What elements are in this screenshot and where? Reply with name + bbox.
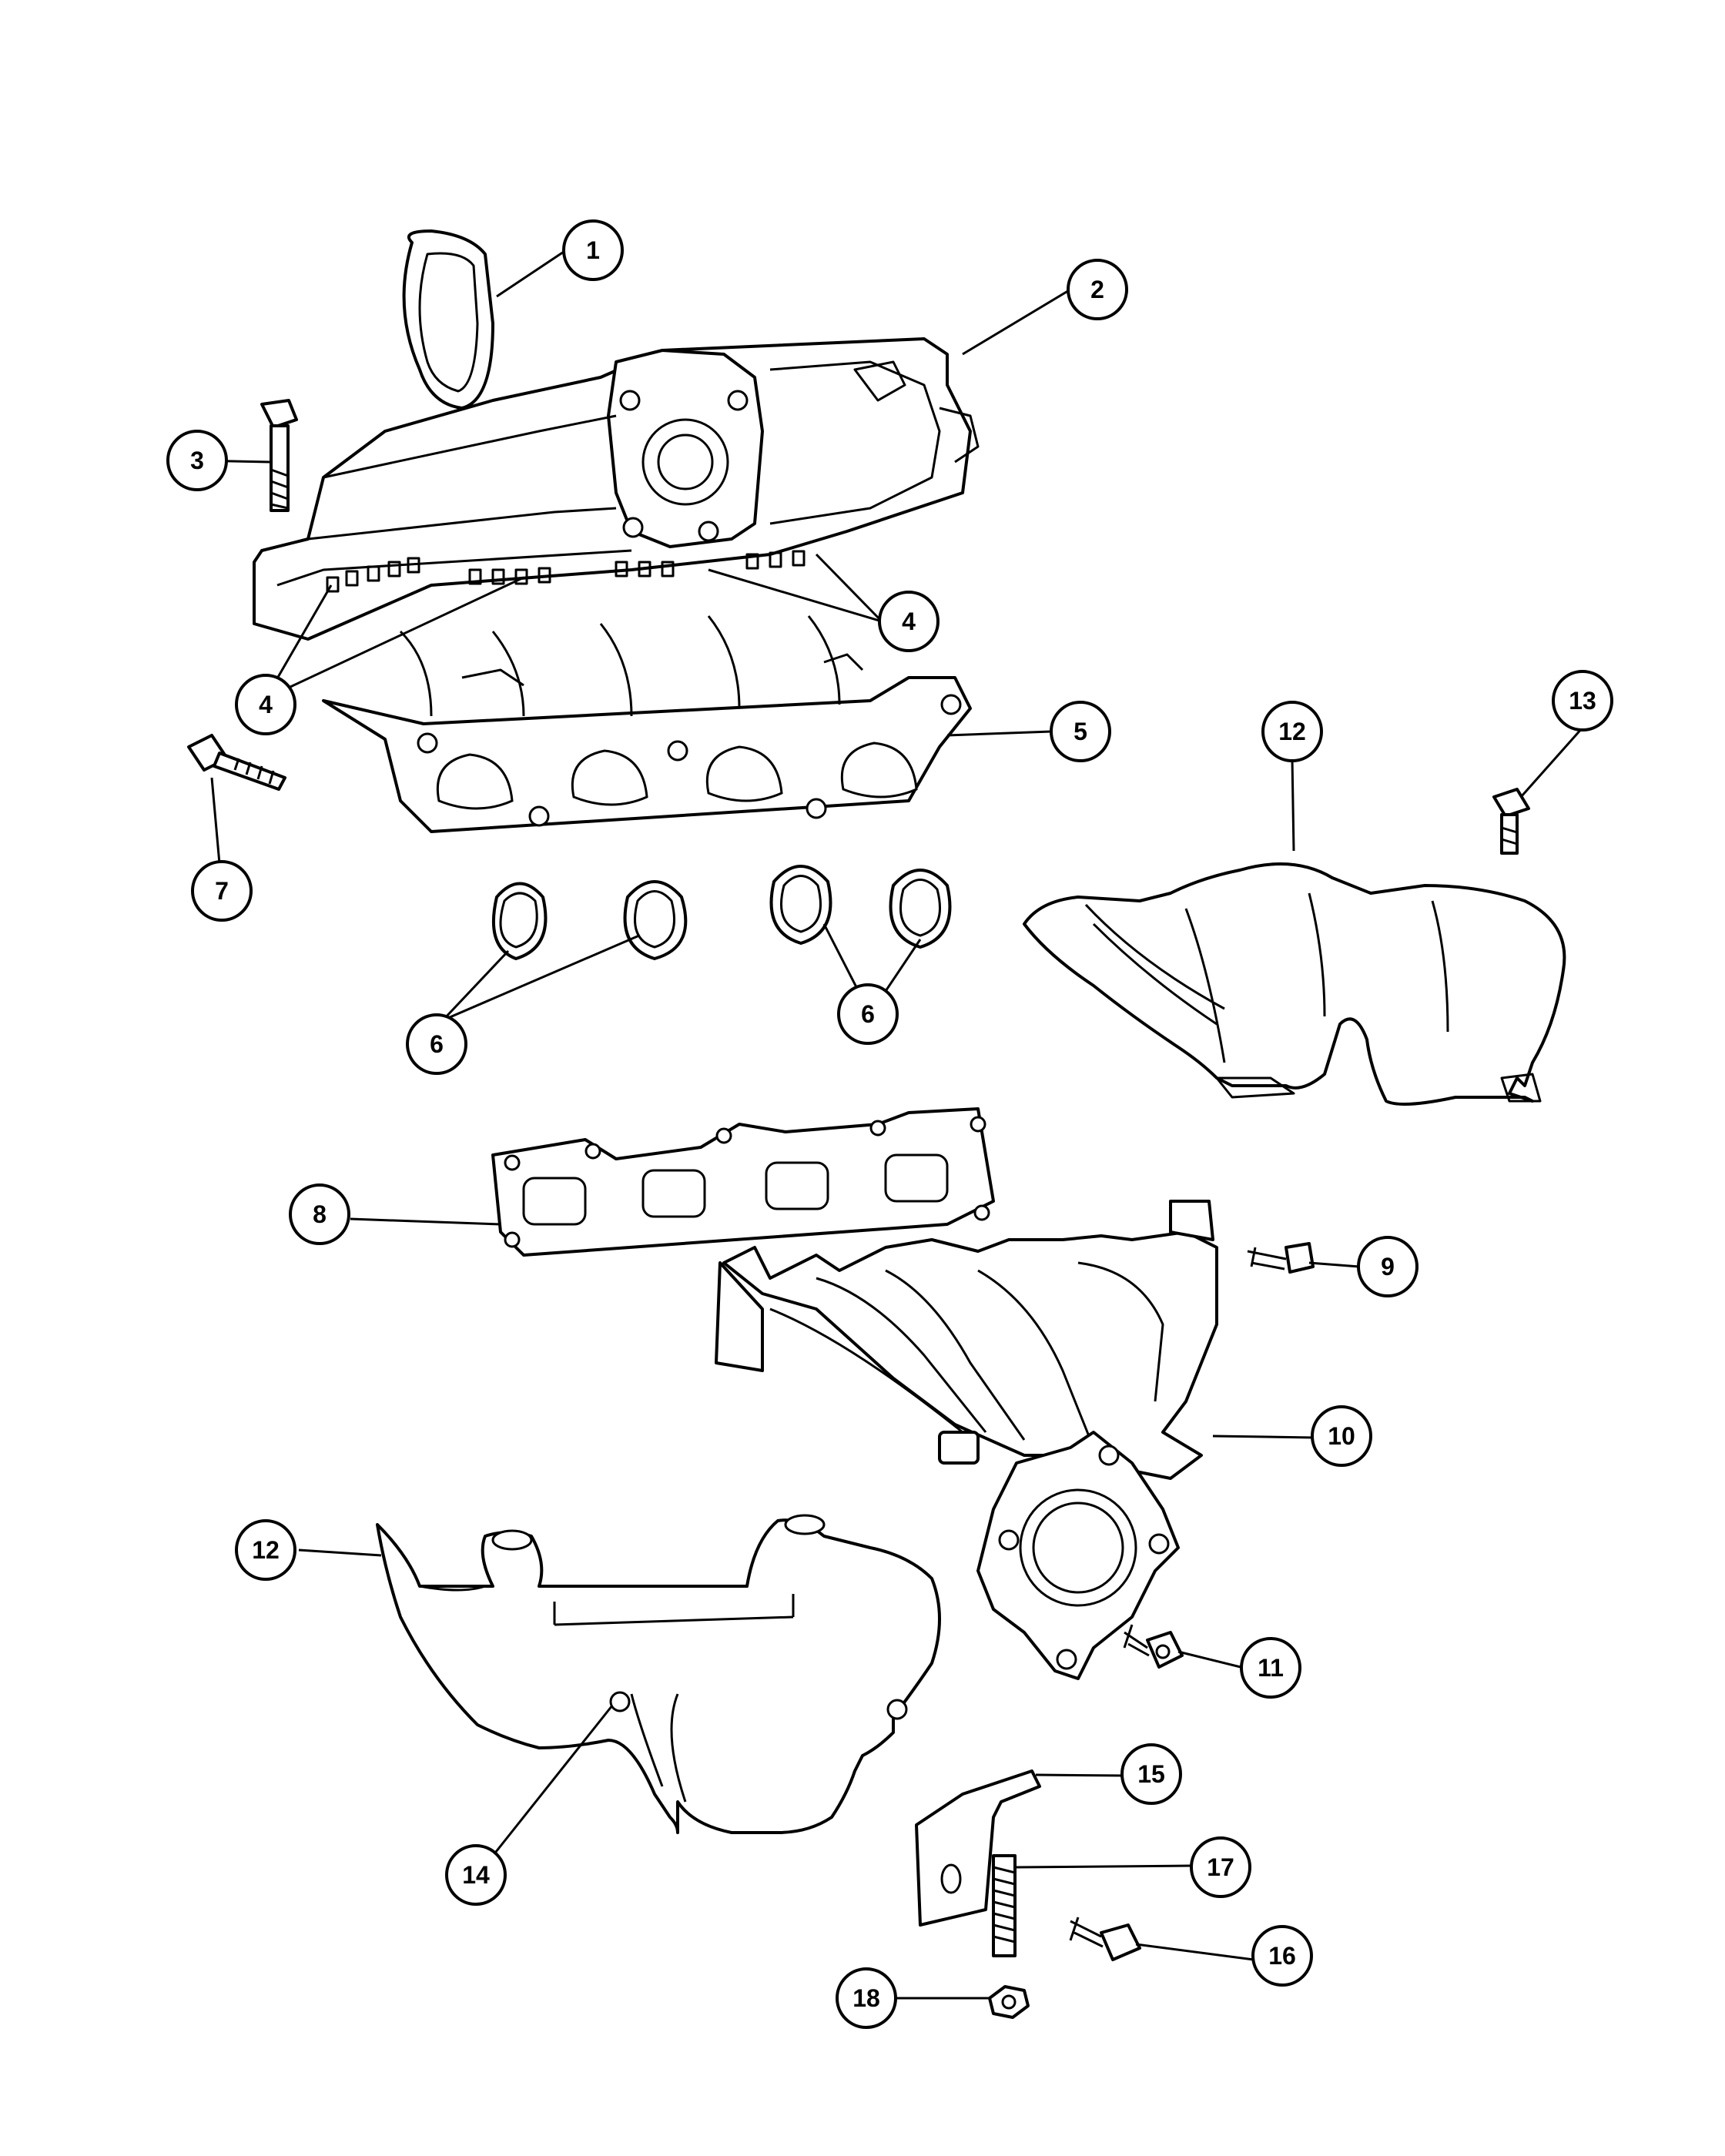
part-bolt-11 xyxy=(1123,1624,1184,1669)
part-nut-18 xyxy=(988,1985,1030,2019)
part-bolt-9 xyxy=(1247,1242,1315,1274)
callout-label: 10 xyxy=(1328,1422,1355,1450)
callout-6-right: 6 xyxy=(837,983,899,1045)
callout-17: 17 xyxy=(1190,1836,1251,1898)
callouts: 1 2 3 4 4 5 6 6 7 8 9 10 11 12 12 13 14 … xyxy=(166,219,1613,2029)
part-exhaust-outlet-flange xyxy=(976,1431,1180,1680)
part-port-gaskets xyxy=(491,865,952,960)
part-heat-shield-lower xyxy=(376,1514,941,1834)
callout-2: 2 xyxy=(1067,259,1128,320)
callout-14: 14 xyxy=(445,1844,507,1906)
part-exhaust-manifold xyxy=(715,1200,1218,1480)
part-intake-lower-flange xyxy=(322,615,972,833)
callout-10: 10 xyxy=(1311,1405,1372,1467)
callout-label: 16 xyxy=(1268,1942,1296,1970)
callout-5: 5 xyxy=(1050,701,1111,762)
callout-8: 8 xyxy=(289,1183,350,1245)
part-heat-shield-upper xyxy=(1023,862,1566,1106)
part-throttle-gasket xyxy=(402,229,494,410)
part-bolt-13 xyxy=(1492,788,1530,855)
callout-label: 15 xyxy=(1137,1760,1165,1788)
callout-label: 9 xyxy=(1381,1253,1395,1281)
callout-label: 17 xyxy=(1207,1853,1234,1881)
callout-label: 11 xyxy=(1258,1654,1284,1682)
callout-label: 3 xyxy=(190,447,204,474)
leader-lines xyxy=(196,249,1584,2000)
part-intake-manifold xyxy=(253,337,980,641)
callout-label: 7 xyxy=(215,877,229,905)
callout-6-left: 6 xyxy=(406,1013,467,1075)
callout-label: 6 xyxy=(861,1000,875,1028)
part-bolt-16 xyxy=(1069,1917,1141,1961)
callout-label: 1 xyxy=(586,236,600,264)
callout-12-upper: 12 xyxy=(1261,701,1323,762)
callout-11: 11 xyxy=(1240,1637,1301,1699)
callout-label: 14 xyxy=(462,1861,490,1889)
callout-13: 13 xyxy=(1552,670,1613,732)
callout-label: 4 xyxy=(259,691,273,718)
part-exhaust-gasket xyxy=(491,1107,995,1257)
flange-ports xyxy=(417,694,962,827)
callout-label: 12 xyxy=(252,1536,280,1564)
part-bolt-3 xyxy=(260,399,298,512)
callout-4-left: 4 xyxy=(235,674,296,735)
part-bolt-7 xyxy=(187,734,286,791)
callout-label: 4 xyxy=(902,608,916,635)
part-stud-17 xyxy=(992,1854,1017,1957)
callout-label: 13 xyxy=(1569,687,1596,715)
callout-1: 1 xyxy=(562,219,624,281)
manifold-bolt-row xyxy=(326,550,806,593)
callout-7: 7 xyxy=(191,860,253,922)
callout-15: 15 xyxy=(1120,1743,1182,1805)
callout-label: 2 xyxy=(1090,276,1104,303)
callout-4-right: 4 xyxy=(878,591,940,652)
callout-9: 9 xyxy=(1357,1236,1419,1297)
callout-label: 6 xyxy=(430,1030,444,1058)
callout-label: 12 xyxy=(1278,718,1306,745)
callout-3: 3 xyxy=(166,430,228,491)
callout-12-lower: 12 xyxy=(235,1519,296,1581)
callout-label: 5 xyxy=(1074,718,1087,745)
callout-16: 16 xyxy=(1251,1925,1313,1987)
part-bracket-15 xyxy=(915,1769,1041,1927)
callout-label: 8 xyxy=(313,1200,327,1228)
callout-18: 18 xyxy=(836,1967,897,2029)
callout-label: 18 xyxy=(852,1984,880,2012)
